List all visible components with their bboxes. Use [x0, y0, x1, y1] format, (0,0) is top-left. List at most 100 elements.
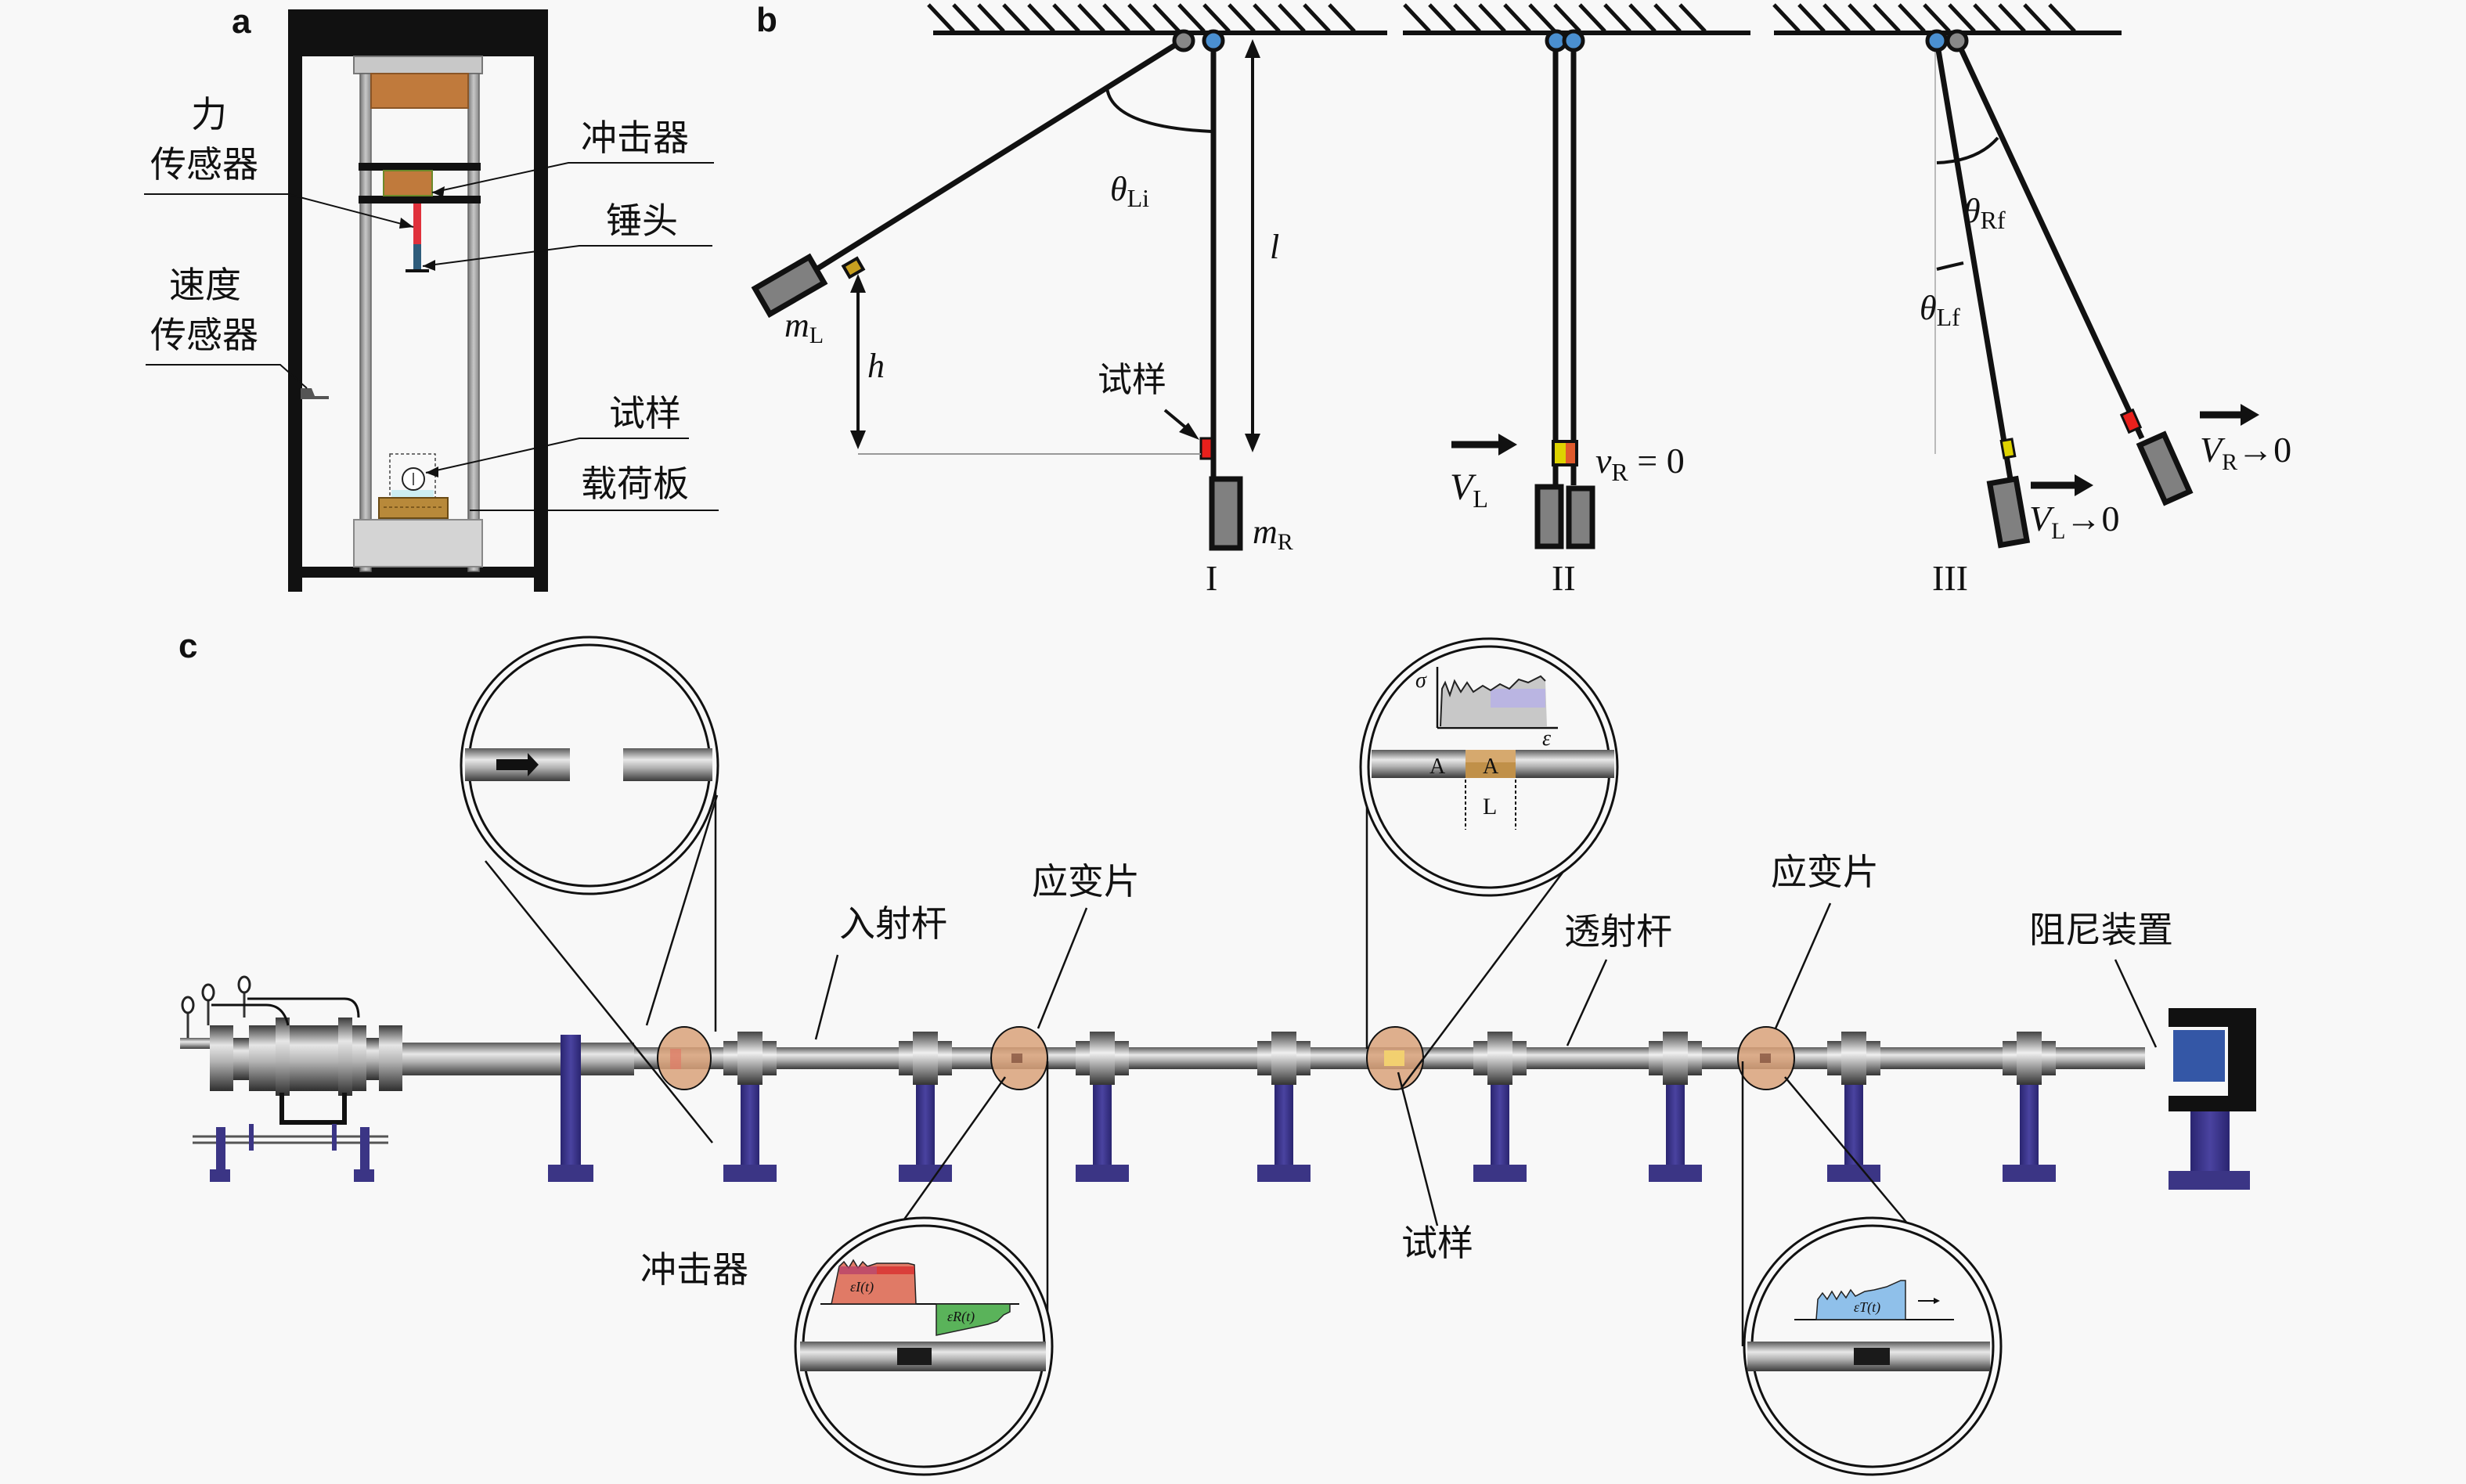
impactor-block	[383, 170, 433, 196]
bar-support-4	[1257, 1032, 1311, 1182]
bar-support-7	[1827, 1032, 1880, 1182]
mass-right-stage-3	[2136, 430, 2194, 506]
angle-arc-rf	[1936, 136, 1999, 164]
pivot-right-stage-2	[1562, 29, 1585, 52]
label-velocity-left-stage-3: VL→0	[2029, 499, 2119, 544]
pressure-gauge-1	[181, 996, 195, 1014]
label-velocity-right-stage-2: vR = 0	[1595, 441, 1685, 486]
specimen-left-stage-3	[1999, 438, 2017, 459]
label-theta-li: θLi	[1110, 170, 1149, 212]
hammer-tip	[406, 269, 429, 272]
label-height: h	[867, 347, 885, 385]
leader-force-sensor	[144, 193, 414, 228]
transmitted-signal-wave	[1815, 1280, 1906, 1320]
label-strain-gauge-left: 应变片	[1032, 860, 1140, 902]
ceiling-stage-1	[927, 3, 1387, 35]
leader-velocity-sensor	[146, 364, 308, 389]
label-load-plate: 载荷板	[581, 463, 689, 505]
ceiling-stage-2	[1403, 3, 1750, 35]
panel-c-label: c	[178, 627, 197, 665]
counterweight-block	[370, 73, 469, 109]
label-impactor: 冲击器	[581, 117, 689, 159]
bar-support-2	[899, 1032, 952, 1182]
stage-label-2: II	[1552, 558, 1576, 598]
label-velocity-left-stage-2: VL	[1450, 466, 1488, 513]
angle-arc-lf	[1936, 261, 1964, 271]
label-mass-left: mL	[784, 306, 824, 348]
label-strain-axis: ε	[1542, 726, 1551, 751]
pendulum-left-arm-raised	[805, 38, 1184, 278]
label-mass-right: mR	[1253, 513, 1293, 555]
leader-incident-bar	[814, 954, 839, 1040]
mass-left-stage-2	[1534, 484, 1564, 549]
pressure-gauge-3	[237, 975, 251, 994]
top-crossbeam	[353, 56, 483, 74]
label-specimen-stage-1: 试样	[1098, 360, 1166, 400]
pendulum-left-arm-stage-3	[1934, 40, 2014, 480]
support-row	[723, 1032, 2056, 1182]
highlight-impact-point	[657, 1026, 712, 1090]
bar-support-3	[1076, 1032, 1129, 1182]
pivot-left-stage-3	[1925, 29, 1949, 52]
bar-support-1	[723, 1032, 777, 1182]
stage-label-3: III	[1932, 558, 1968, 598]
label-theta-lf: θLf	[1920, 289, 1960, 331]
pressure-gauge-2	[201, 983, 215, 1002]
arrow-right-icon	[496, 759, 528, 770]
label-velocity-right-stage-3: VR→0	[2200, 430, 2291, 475]
strain-gauge-patch-left	[897, 1348, 932, 1365]
velocity-sensor	[301, 388, 329, 399]
panel-b-label: b	[756, 1, 777, 39]
leader-transmission-bar	[1566, 959, 1608, 1046]
support	[548, 1035, 593, 1182]
label-transmission-bar: 透射杆	[1564, 910, 1672, 953]
pendulum-stage-2: VL vR = 0 II	[1450, 29, 1685, 598]
label-theta-rf: θRf	[1963, 192, 2006, 234]
label-incident-signal: εI(t)	[850, 1279, 874, 1295]
guide-rail-left	[359, 73, 372, 572]
label-stress-axis: σ	[1415, 668, 1427, 693]
label-reflected-signal: εR(t)	[947, 1309, 975, 1325]
label-area-left: A	[1429, 755, 1446, 779]
gas-gun	[180, 975, 402, 1182]
mass-left-stage-3	[1986, 475, 2031, 549]
label-force-sensor-1: 力	[191, 93, 227, 135]
label-impactor-c: 冲击器	[640, 1248, 748, 1291]
inset-strain-gauge-left: εI(t) εR(t)	[794, 1061, 1054, 1476]
pivot-right-stage-1	[1202, 29, 1225, 52]
carriage-bottom-bar	[359, 196, 481, 204]
leader-damper	[2114, 959, 2158, 1048]
label-length: l	[1270, 228, 1279, 266]
mass-left-raised	[751, 253, 828, 319]
label-damper: 阻尼装置	[2029, 909, 2173, 951]
panel-c: c	[178, 627, 2256, 1476]
label-velocity-sensor-1: 速度	[169, 264, 241, 306]
bar-supports	[548, 1035, 593, 1182]
label-specimen-length: L	[1483, 794, 1497, 819]
label-specimen: 试样	[609, 392, 681, 434]
pivot-right-stage-3	[1945, 29, 1969, 52]
pendulum-stage-1: θLi l h mL mR 试样 I	[751, 29, 1293, 598]
guide-rail-right	[467, 73, 480, 572]
leader-strain-gauge-left	[1037, 907, 1088, 1029]
mass-right-stage-2	[1566, 485, 1595, 549]
panel-a: a 力	[144, 2, 719, 592]
inset-incident-bar-end	[623, 748, 712, 781]
label-velocity-sensor-2: 传感器	[150, 314, 258, 356]
reflected-signal-wave	[936, 1303, 1011, 1336]
label-strain-gauge-right: 应变片	[1771, 851, 1879, 893]
bar-support-8	[2003, 1032, 2056, 1182]
leader-specimen	[425, 438, 689, 474]
leader-specimen-c	[1397, 1072, 1439, 1226]
label-specimen-c: 试样	[1401, 1222, 1473, 1264]
inset-strain-gauge-right: εT(t)	[1741, 1061, 2003, 1476]
mass-right	[1209, 476, 1243, 551]
panel-b: b	[751, 1, 2291, 598]
label-incident-bar: 入射杆	[839, 902, 947, 945]
ceiling-stage-3	[1772, 3, 2122, 35]
label-transmitted-signal: εT(t)	[1854, 1299, 1880, 1316]
label-hammer-head: 锤头	[606, 200, 678, 242]
inset-specimen: σ ε A A L	[1359, 637, 1619, 1089]
force-sensor	[413, 204, 421, 244]
